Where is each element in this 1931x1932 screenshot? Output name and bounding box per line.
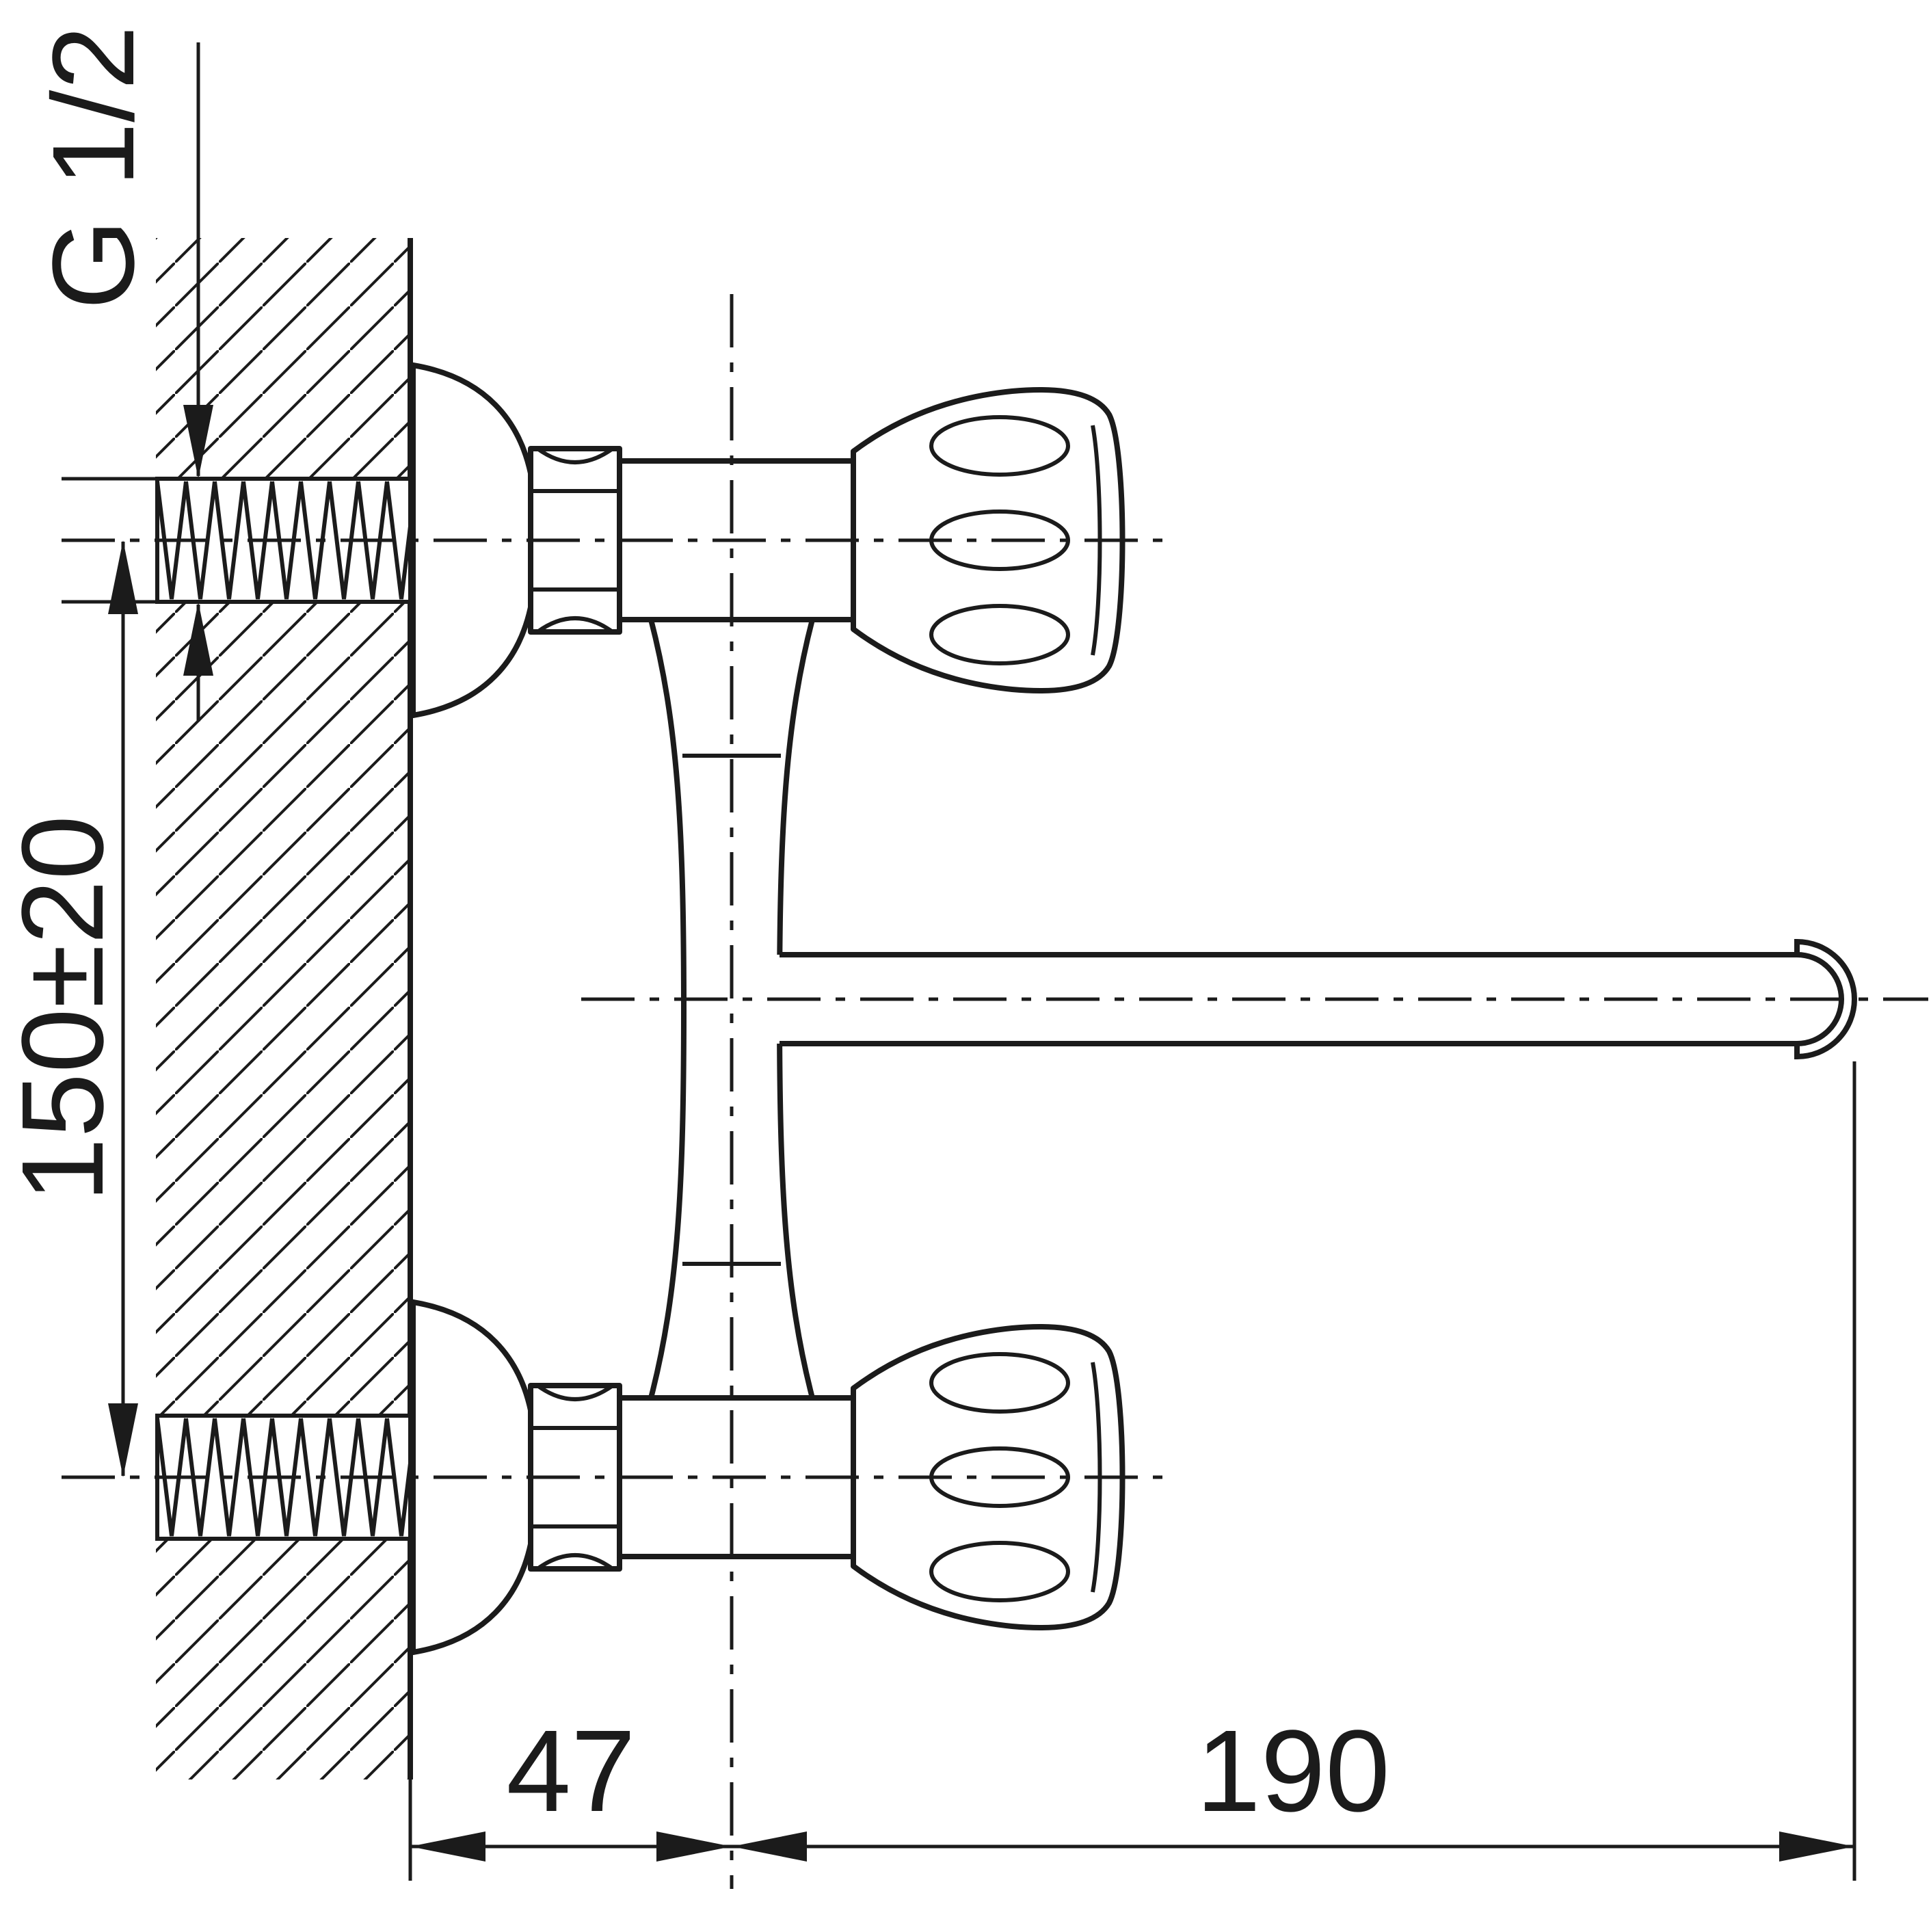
bottom-nut-chamfer-bottom [536,1553,614,1571]
bottom-handle [851,1324,1126,1630]
thread-arrow-up [183,602,213,676]
wall-to-axis-label: 47 [506,1706,635,1836]
spout-length-label: 190 [1196,1706,1390,1836]
bottom-handle-outline [851,1324,1126,1630]
bottom-handle-grip-3 [929,1541,1070,1602]
top-handle-grip-3 [929,604,1070,665]
bottom-nut-chamfer-top [536,1384,614,1401]
wall-hatching [156,238,412,1779]
spout-end-outer-arc [1794,938,1857,1060]
top-handle-grip-1 [929,415,1070,477]
dim47-arrow-left [410,1831,485,1862]
thread-arrow-down [183,405,213,479]
top-nut-chamfer-bottom [536,616,614,634]
top-handle-outline [851,387,1126,693]
top-handle [851,387,1126,693]
center-distance-label: 150±20 [0,815,128,1202]
wall [156,238,413,1779]
dim190-arrow-right [1779,1831,1854,1862]
dimensions: G 1/2 150±20 47 190 [0,25,1856,1881]
dim47-arrow-right [656,1831,732,1862]
dim150-arrow-bottom [108,1403,138,1477]
top-nut-chamfer-top [536,447,614,464]
spout [771,938,1857,1060]
center-lines [62,294,1928,1889]
dim150-arrow-top [108,540,138,614]
dim190-arrow-left [732,1831,807,1862]
thread-size-label: G 1/2 [29,25,159,310]
bottom-handle-grip-1 [929,1352,1070,1414]
